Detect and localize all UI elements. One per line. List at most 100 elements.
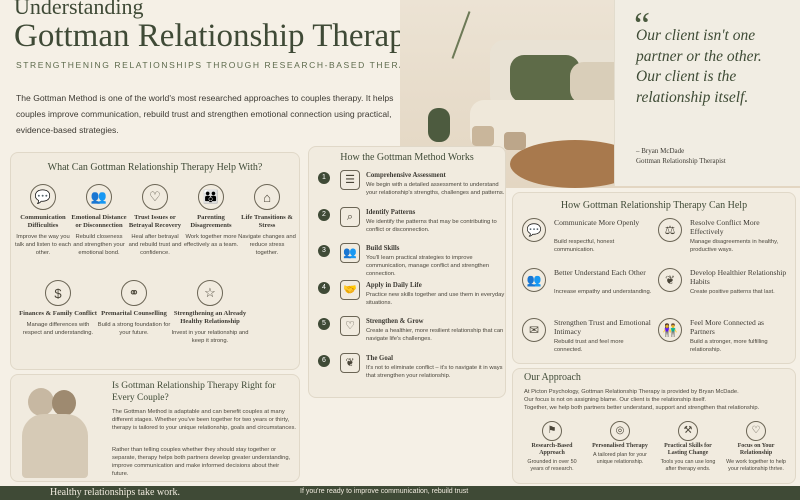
can-help-item-title: Feel More Connected as Partners — [690, 318, 765, 336]
approach-item-desc: A tailored plan for your unique relation… — [593, 451, 647, 465]
can-help-item-desc: Manage disagreements in healthy, product… — [690, 239, 779, 253]
can-help-item-desc: Create positive patterns that last. — [690, 289, 775, 295]
partners-icon: 👫 — [658, 318, 682, 342]
intro-paragraph: The Gottman Method is one of the world's… — [16, 93, 394, 135]
step-number: 3 — [318, 245, 330, 257]
handshake-icon: 🤝 — [340, 279, 360, 300]
right-for-paragraph-2: Rather than telling couples whether they… — [112, 447, 291, 477]
can-help-panel — [512, 192, 796, 364]
plant-stem — [451, 11, 471, 59]
step-title: Strengthen & Grow — [366, 318, 424, 325]
help-with-item-desc: Invest in your relationship and keep it … — [171, 330, 249, 344]
rings-icon: ⚭ — [121, 280, 147, 306]
help-with-item-desc: Build a strong foundation for your futur… — [97, 322, 171, 336]
can-help-item-title: Better Understand Each Other — [554, 268, 646, 277]
approach-line-2: Our focus is not on assigning blame. Our… — [524, 397, 707, 403]
help-with-item-title: Life Transitions & Stress — [241, 214, 293, 229]
footer-bar: Healthy relationships take work. If you'… — [0, 486, 800, 500]
broken-heart-icon: ♡ — [142, 184, 168, 210]
help-with-item-desc: Improve the way you talk and listen to e… — [14, 234, 72, 256]
approach-item-title: Practical Skills for Lasting Change — [664, 442, 712, 456]
help-with-item-desc: Rebuild closeness and strengthen your em… — [73, 234, 125, 256]
can-help-item-title: Communicate More Openly — [554, 218, 640, 227]
approach-line-1: At Picton Psychology, Gottman Relationsh… — [524, 389, 739, 395]
help-with-heading: What Can Gottman Relationship Therapy He… — [47, 162, 263, 173]
step-desc: We identify the patterns that may be con… — [366, 218, 497, 233]
tools-icon: ⚒ — [678, 420, 698, 441]
help-with-item-title: Trust Issues or Betrayal Recovery — [128, 214, 182, 229]
page-subtitle: STRENGTHENING RELATIONSHIPS THROUGH RESE… — [16, 60, 421, 70]
step-title: The Goal — [366, 354, 394, 362]
step-desc: Practice new skills together and use the… — [366, 291, 505, 306]
approach-heading: Our Approach — [524, 372, 581, 383]
step-number: 4 — [318, 281, 330, 294]
mug-right — [504, 132, 526, 150]
vase — [428, 108, 450, 142]
quote-mark-icon: “ — [634, 5, 650, 45]
footer-cta: If you're ready to improve communication… — [300, 488, 469, 495]
step-desc: You'll learn practical strategies to imp… — [366, 255, 490, 277]
help-with-item-title: Finances & Family Conflict — [19, 310, 97, 317]
can-help-item-desc: Build a stronger, more fulfilling relati… — [690, 339, 768, 353]
step-number: 5 — [318, 318, 330, 330]
couple-illustration — [18, 380, 98, 482]
footer-tagline: Healthy relationships take work. — [50, 487, 180, 498]
help-with-item-title: Premarital Counselling — [101, 310, 167, 317]
sprout-icon: ❦ — [340, 352, 360, 373]
step-title: Build Skills — [366, 245, 400, 252]
scales-icon: ⚖ — [658, 218, 682, 242]
magnifier-icon: ⌕ — [340, 206, 360, 227]
method-heading: How the Gottman Method Works — [340, 152, 474, 163]
can-help-item-title: Develop Healthier Relationship Habits — [690, 268, 787, 286]
star-icon: ☆ — [197, 280, 223, 306]
right-for-paragraph-1: The Gottman Method is adaptable and can … — [112, 409, 296, 431]
approach-text: At Picton Psychology, Gottman Relationsh… — [524, 388, 792, 412]
step-title: Identify Patterns — [366, 208, 416, 216]
approach-item-title: Personalised Therapy — [592, 442, 648, 449]
quote-text: Our client isn't one partner or the othe… — [636, 27, 762, 106]
help-with-item: ☆ Strengthening an Already Healthy Relati… — [170, 280, 250, 345]
understanding-icon: 👥 — [522, 268, 546, 292]
step-number: 2 — [318, 208, 330, 221]
can-help-item-desc: Build respectful, honest communication. — [554, 239, 615, 253]
heart-icon: ♡ — [340, 316, 360, 336]
research-icon: ⚑ — [542, 420, 562, 441]
help-with-item-title: Emotional Distance or Disconnection — [71, 214, 127, 229]
leaf-icon: ❦ — [658, 268, 682, 292]
dollar-icon: $ — [45, 280, 71, 306]
help-with-item-desc: Work together more effectively as a team… — [183, 234, 239, 248]
quote-author: – Bryan McDade — [636, 147, 685, 155]
help-with-item-title: Strengthening an Already Healthy Relatio… — [173, 310, 247, 325]
approach-item-desc: Grounded in over 50 years of research. — [527, 458, 577, 472]
help-with-item-title: Parenting Disagreements — [190, 214, 232, 229]
can-help-item-desc: Increase empathy and understanding. — [554, 289, 652, 295]
green-cushion — [510, 55, 580, 103]
approach-item-title: Research-Based Approach — [531, 442, 573, 456]
chat-bubbles-icon: 💬 — [30, 184, 56, 210]
people-icon: 👥 — [340, 243, 360, 263]
can-help-item-title: Resolve Conflict More Effectively — [690, 218, 760, 236]
approach-item-desc: Tools you can use long after therapy end… — [660, 458, 716, 472]
couple-icon: 👥 — [86, 184, 112, 210]
mug-left — [472, 126, 494, 146]
quote-role: Gottman Relationship Therapist — [636, 157, 726, 165]
right-for-heading: Is Gottman Relationship Therapy Right fo… — [112, 381, 276, 403]
